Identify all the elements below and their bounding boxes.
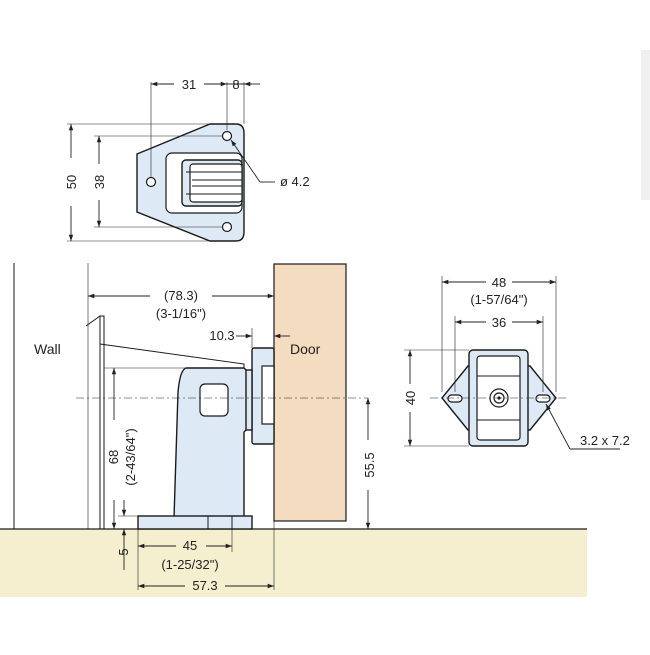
dim-5: 5: [116, 548, 131, 555]
dim-48: 48: [492, 275, 506, 290]
wall-label: Wall: [34, 341, 61, 357]
top-view-magnet-face: [189, 163, 243, 203]
dim-68: 68: [106, 450, 121, 464]
strike-plate-view: 48 (1-57/64") 36 40 3.2 x 7.2: [403, 275, 630, 450]
dim-slot-size: 3.2 x 7.2: [580, 433, 630, 448]
top-view: 31 8 50 38 ø 4.2: [64, 77, 310, 242]
dim-57-3: 57.3: [192, 578, 217, 593]
dim-50: 50: [64, 175, 79, 189]
strike-plate-magnet: [261, 365, 275, 425]
top-view-hole-left: [145, 176, 157, 188]
slot-left: [447, 394, 463, 403]
dim-hole-diameter: ø 4.2: [280, 174, 310, 189]
dim-8: 8: [232, 77, 239, 92]
dim-31: 31: [182, 77, 196, 92]
dim-68-inch: (2-43/64"): [123, 428, 138, 485]
top-view-hole-top: [221, 130, 233, 142]
dim-55-5: 55.5: [362, 452, 377, 477]
stopper-magnet-window: [199, 383, 229, 417]
dim-45: 45: [183, 538, 197, 553]
dim-10-3: 10.3: [209, 328, 234, 343]
floor: [0, 529, 587, 597]
slot-right: [535, 394, 551, 403]
side-view: Wall Door (78.3) (3-1/16") 10.3: [0, 263, 587, 597]
scroll-edge: [641, 50, 650, 200]
dim-36: 36: [492, 315, 506, 330]
door-label: Door: [290, 341, 321, 357]
top-view-hole-bottom: [221, 221, 233, 233]
dim-48-inch: (1-57/64"): [470, 292, 527, 307]
dim-38: 38: [92, 175, 107, 189]
door-panel: [273, 263, 347, 522]
stopper-base: [137, 515, 253, 530]
dim-78-3: (78.3): [164, 288, 198, 303]
dim-45-inch: (1-25/32"): [161, 557, 218, 572]
dim-40: 40: [403, 391, 418, 405]
dim-78-3-inch: (3-1/16"): [156, 306, 206, 321]
